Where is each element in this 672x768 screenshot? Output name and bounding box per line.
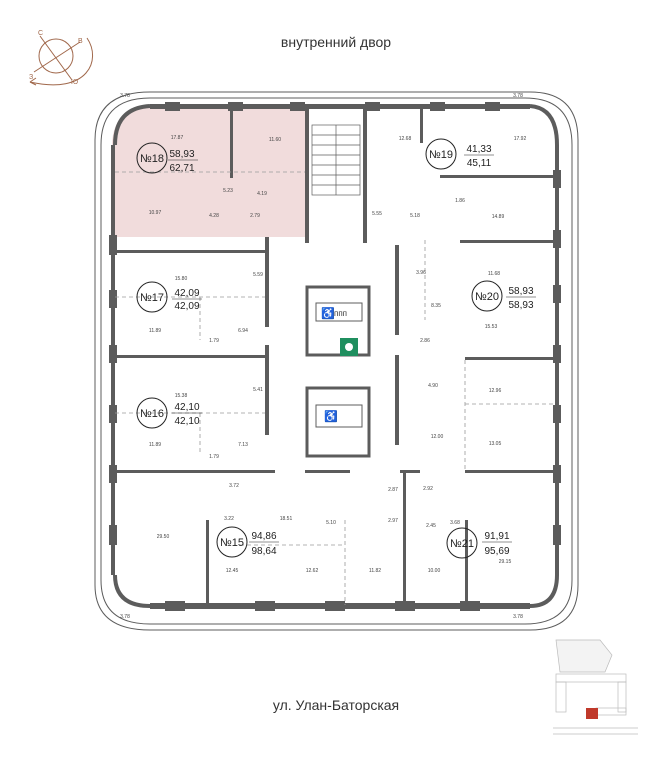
room-area: 11.60 [269, 137, 281, 143]
compass-west: З [29, 74, 33, 81]
room-area: 5.10 [326, 520, 336, 526]
room-area: 12.68 [399, 136, 412, 142]
room-area: 5.23 [223, 188, 233, 194]
room-area: 2.87 [388, 487, 398, 493]
site-minimap [553, 639, 638, 735]
total-area: 58,93 [508, 300, 533, 311]
living-area: 42,09 [174, 288, 199, 299]
room-area: 10.97 [149, 210, 162, 216]
living-area: 42,10 [174, 402, 199, 413]
apartment-16[interactable]: №16 42,10 42,10 15.38 11.89 7.13 1.79 5.… [136, 387, 263, 460]
room-area: 11.89 [149, 442, 161, 448]
minimap-current-section [586, 708, 598, 719]
outer-facade [94, 91, 579, 631]
compass-icon: С В Ю З [29, 30, 94, 86]
room-area: 29.15 [499, 559, 512, 565]
room-area: 4.90 [428, 383, 438, 389]
apartment-number: №18 [140, 153, 164, 165]
room-area: 5.18 [410, 213, 420, 219]
apartment-number: №20 [475, 291, 499, 303]
room-area: 3.72 [229, 483, 239, 489]
room-area: 5.55 [372, 211, 382, 217]
room-area: 6.94 [238, 328, 248, 334]
apartment-number: №17 [140, 292, 164, 304]
wheelchair-icon: ♿ [324, 410, 338, 423]
stairwell [311, 124, 361, 196]
apartment-17[interactable]: №17 42,09 42,09 15.80 11.89 6.94 1.79 5.… [136, 272, 263, 344]
room-area: 13.05 [489, 441, 502, 447]
living-area: 91,91 [484, 531, 509, 542]
total-area: 95,69 [484, 546, 509, 557]
apartment-number: №19 [429, 149, 453, 161]
room-area: 2.79 [250, 213, 260, 219]
apartment-21[interactable]: №21 91,91 95,69 4.90 12.96 12.00 13.05 2… [423, 383, 512, 574]
room-area: 1.79 [209, 454, 219, 460]
room-area: 4.19 [257, 191, 267, 197]
compass-east: В [78, 38, 83, 45]
apartment-19[interactable]: №19 41,33 45,11 12.68 17.92 5.55 5.18 1.… [372, 136, 526, 220]
apartment-15[interactable]: №15 94,86 98,64 3.72 3.22 18.51 29.50 12… [157, 483, 398, 574]
room-area: 11.68 [488, 271, 500, 277]
room-area: 5.59 [253, 272, 263, 278]
room-area: 12.96 [489, 388, 502, 394]
apartment-18[interactable]: №18 58,93 62,71 17.87 11.60 5.23 4.19 10… [136, 135, 281, 219]
room-area: 4.28 [209, 213, 219, 219]
room-area: 2.97 [388, 518, 398, 524]
room-area: 15.53 [485, 324, 498, 330]
room-area: 17.92 [514, 136, 527, 142]
room-area: 18.51 [280, 516, 293, 522]
living-area: 58,93 [508, 286, 533, 297]
elevator-label: ппп [334, 309, 347, 318]
room-area: 11.89 [149, 328, 161, 334]
apartment-number: №16 [140, 408, 164, 420]
wheelchair-icon: ♿ [321, 307, 335, 320]
room-area: 3.96 [416, 270, 426, 276]
apartment-18-highlight[interactable] [112, 108, 305, 237]
total-area: 42,10 [174, 416, 199, 427]
balcony-dim: 3.78 [513, 614, 523, 620]
room-area: 3.68 [450, 520, 460, 526]
room-area: 14.89 [492, 214, 505, 220]
room-area: 2.45 [426, 523, 436, 529]
apartment-number: №21 [450, 538, 474, 550]
room-area: 7.13 [238, 442, 248, 448]
room-area: 29.50 [157, 534, 170, 540]
balcony-dim: 3.78 [120, 614, 130, 620]
apartment-number: №15 [220, 537, 244, 549]
room-area: 5.41 [253, 387, 263, 393]
compass-north: С [38, 30, 43, 37]
room-area: 11.82 [369, 568, 381, 574]
balcony-dim: 3.78 [120, 93, 130, 99]
room-area: 8.35 [431, 303, 441, 309]
room-area: 15.80 [175, 276, 188, 282]
room-area: 1.86 [455, 198, 465, 204]
balcony-dim: 3.78 [513, 93, 523, 99]
compass-south: Ю [71, 79, 78, 86]
living-area: 41,33 [466, 144, 491, 155]
room-area: 17.87 [171, 135, 184, 141]
total-area: 98,64 [251, 546, 276, 557]
elevator-shaft-1: ♿ ппп [305, 285, 371, 357]
room-area: 2.92 [423, 486, 433, 492]
room-area: 12.62 [306, 568, 319, 574]
total-area: 42,09 [174, 301, 199, 312]
apartment-20[interactable]: №20 58,93 58,93 11.68 3.96 8.35 15.53 2.… [416, 270, 536, 344]
living-area: 58,93 [169, 149, 194, 160]
street-label: ул. Улан-Баторская [272, 697, 400, 713]
elevator-shaft-2: ♿ [305, 386, 371, 458]
room-area: 1.79 [209, 338, 219, 344]
total-area: 45,11 [467, 158, 492, 169]
room-area: 3.22 [224, 516, 234, 522]
room-area: 15.38 [175, 393, 188, 399]
room-area: 12.45 [226, 568, 239, 574]
room-area: 10.00 [428, 568, 441, 574]
room-area: 12.00 [431, 434, 444, 440]
courtyard-label: внутренний двор [280, 34, 392, 50]
living-area: 94,86 [251, 531, 276, 542]
room-area: 2.86 [420, 338, 430, 344]
total-area: 62,71 [169, 163, 194, 174]
